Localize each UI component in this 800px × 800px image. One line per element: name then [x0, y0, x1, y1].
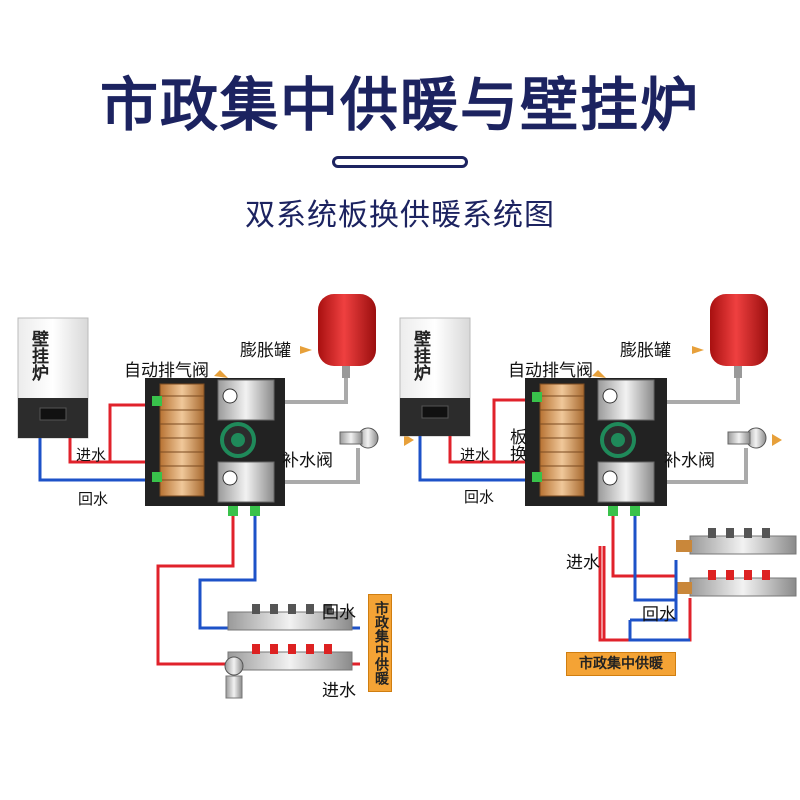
left-floor-manifold [224, 604, 353, 699]
left-plate-exchanger [159, 383, 205, 497]
right-inlet-label: 进水 [460, 446, 491, 464]
left-boiler-label: 壁挂炉 [28, 330, 48, 381]
right-manifold-return-label: 回水 [642, 605, 676, 625]
page-subtitle: 双系统板换供暖系统图 [245, 198, 555, 233]
left-auto-vent-label: 自动排气阀 [124, 361, 209, 381]
right-boiler [399, 317, 471, 437]
right-expansion-tank-label: 膨胀罐 [620, 341, 671, 361]
right-makeup-valve-label: 补水阀 [664, 451, 715, 471]
left-return-label: 回水 [78, 490, 109, 508]
left-makeup-valve [339, 427, 379, 449]
right-circulation-pump [600, 422, 636, 458]
right-plate-exchanger [539, 383, 585, 497]
right-return-label: 回水 [464, 488, 495, 506]
left-manifold-inlet-label: 进水 [322, 681, 356, 701]
left-manifold-return-label: 回水 [322, 603, 356, 623]
left-municipal-heating-label: 市政集中供暖 [368, 594, 392, 692]
right-municipal-heating-label: 市政集中供暖 [566, 652, 676, 676]
right-makeup-valve [727, 427, 767, 449]
right-auto-vent-label: 自动排气阀 [508, 361, 593, 381]
left-diagram [17, 294, 414, 699]
title-divider [332, 156, 468, 168]
right-plate-exchanger-label: 板换 [506, 428, 526, 462]
left-expansion-tank [318, 294, 376, 378]
right-floor-manifold [676, 528, 797, 597]
right-boiler-label: 壁挂炉 [410, 330, 430, 381]
right-manifold-inlet-label: 进水 [566, 553, 600, 573]
left-inlet-label: 进水 [76, 446, 107, 464]
left-expansion-tank-label: 膨胀罐 [240, 341, 291, 361]
right-diagram [399, 294, 797, 642]
left-boiler [17, 317, 89, 439]
left-circulation-pump [220, 422, 256, 458]
page-title: 市政集中供暖与壁挂炉 [99, 71, 700, 139]
left-makeup-valve-label: 补水阀 [282, 451, 333, 471]
right-expansion-tank [710, 294, 768, 378]
